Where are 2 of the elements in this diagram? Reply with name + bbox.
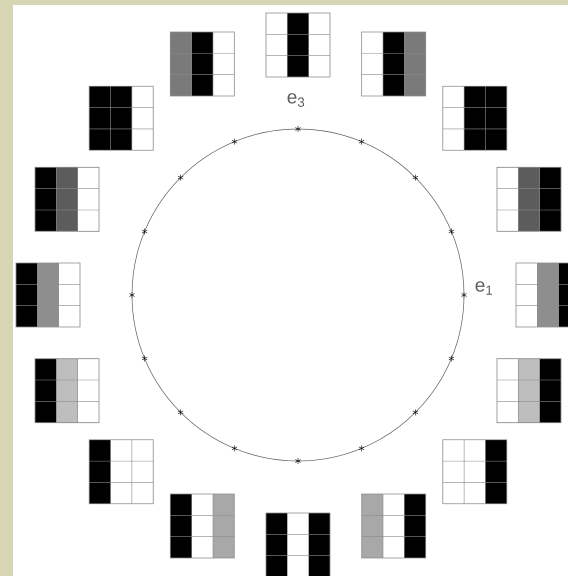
axis-label: e$_{1}$ [476, 281, 492, 295]
axis-label: e$_{3}$ [288, 93, 304, 107]
